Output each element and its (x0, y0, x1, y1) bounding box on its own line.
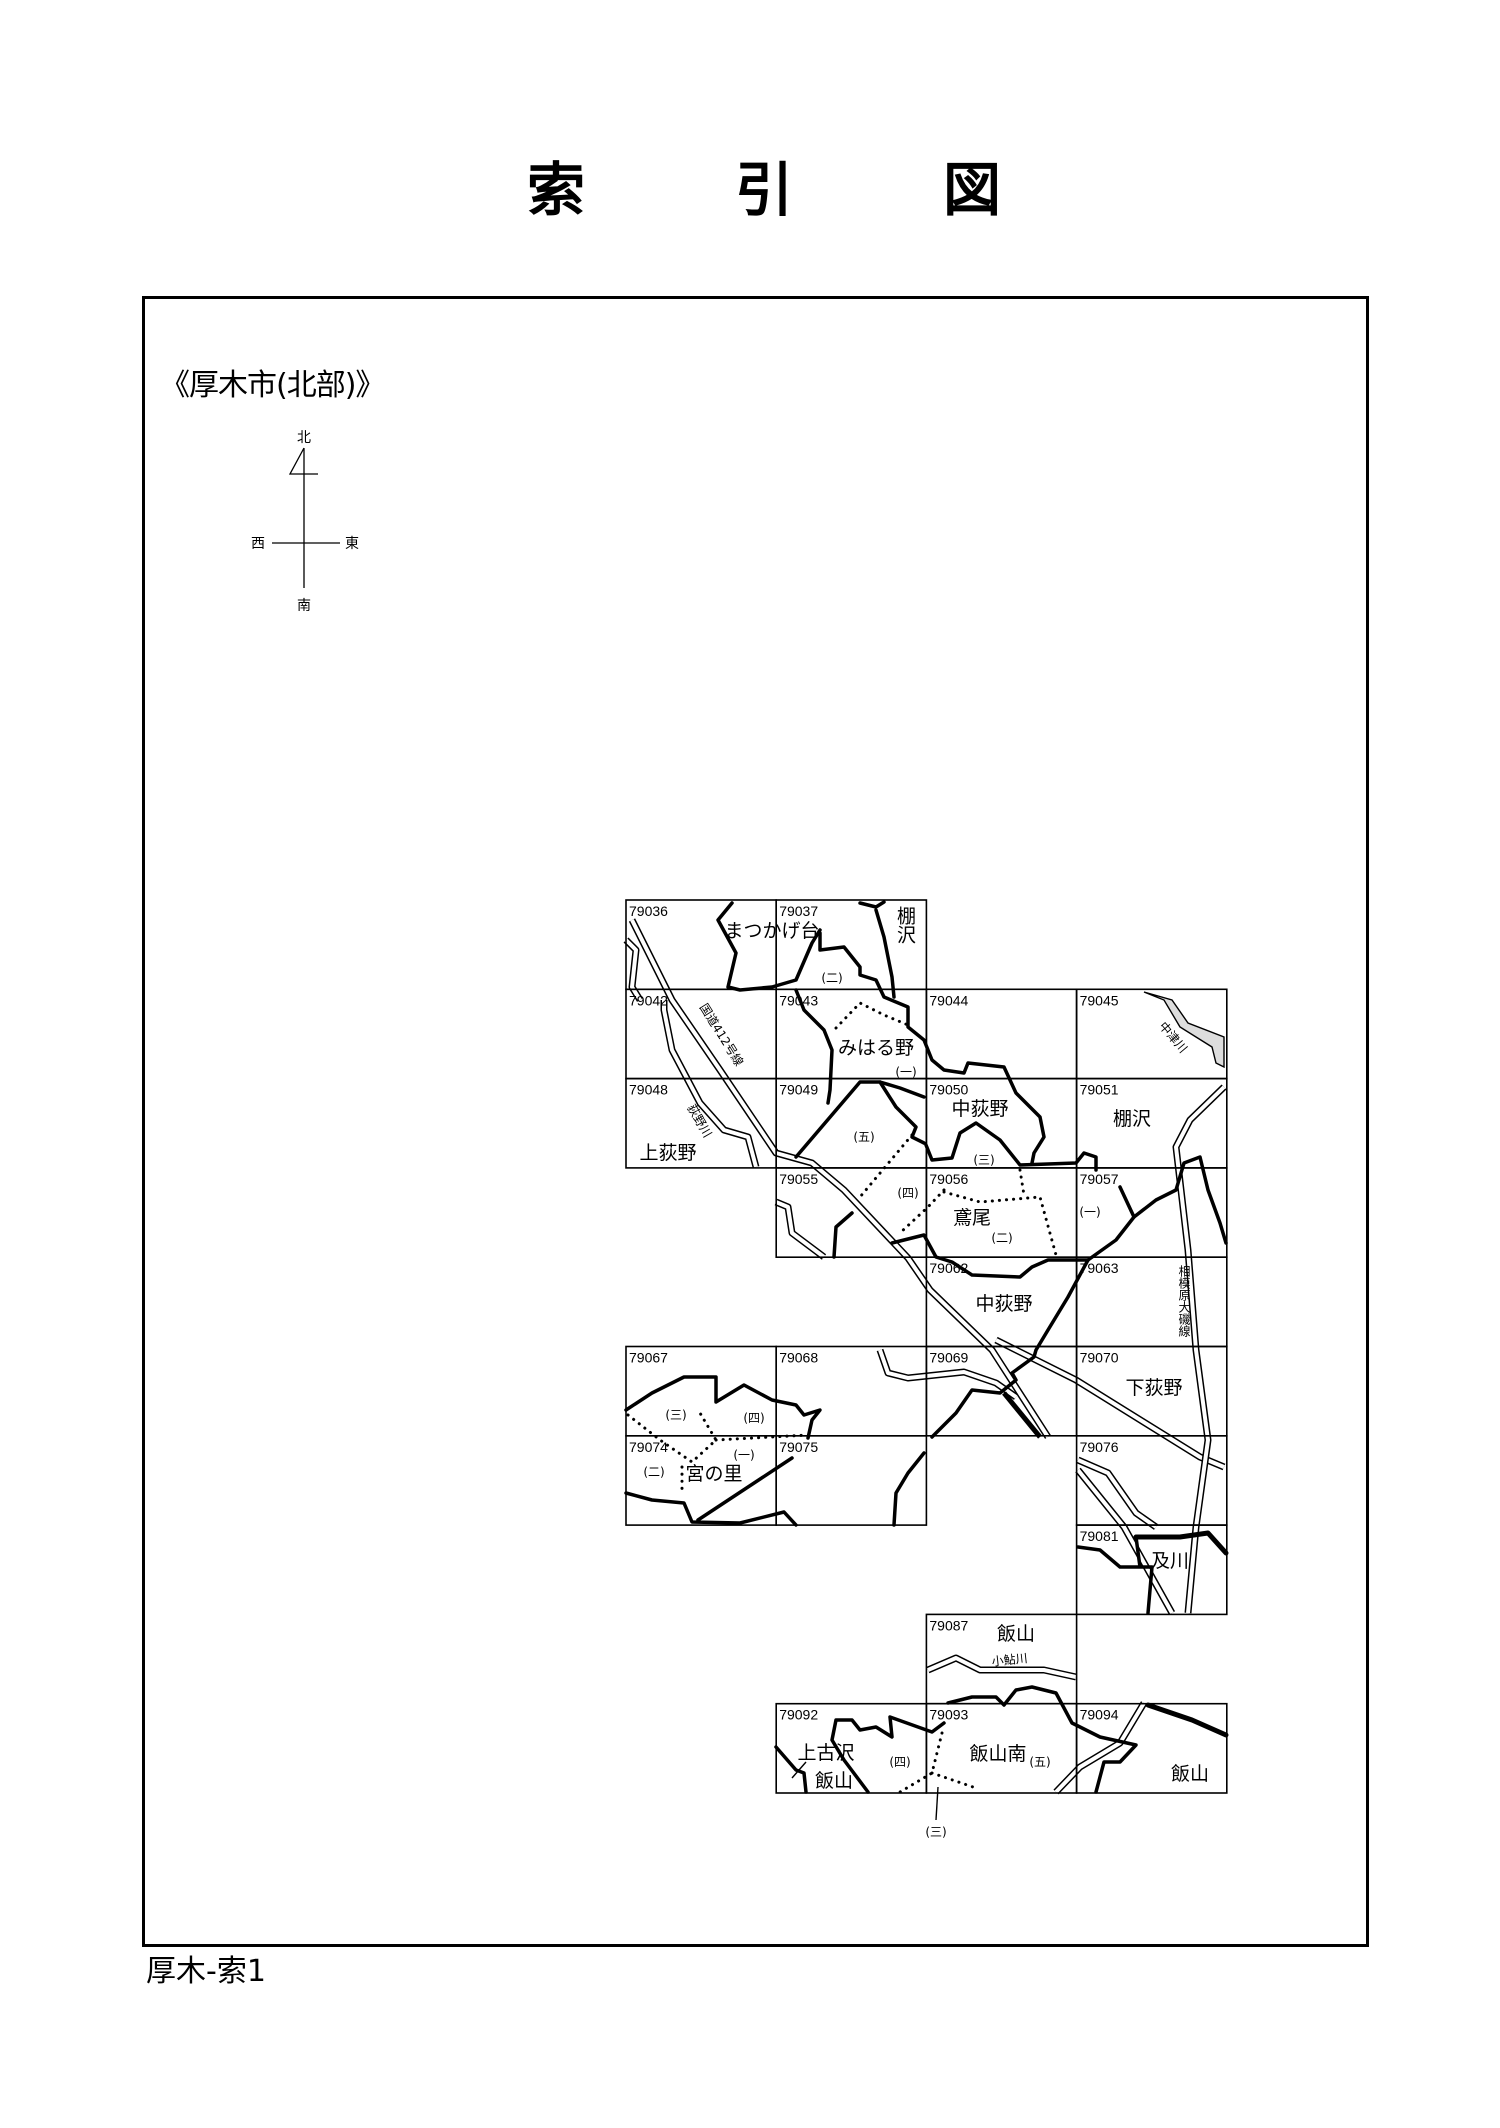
chome-label: (一) (733, 1448, 754, 1462)
road-label-sagamihara-oiso: 相模原大磯線 (1177, 1265, 1191, 1337)
chome-label: (三) (665, 1408, 686, 1422)
sheet-number: 79057 (1080, 1171, 1119, 1187)
index-grid: 79036 79037 79042 79043 79044 79045 79048 79049… (625, 899, 1228, 1794)
title-char-3: 図 (942, 156, 1001, 224)
sheet-number: 79037 (779, 903, 818, 919)
place-label: 飯山 (997, 1623, 1035, 1645)
page-footer: 厚木-索1 (146, 1954, 266, 1989)
sheet-number: 79056 (929, 1171, 968, 1187)
sheet-number: 79042 (629, 992, 668, 1008)
chome-label: (四) (889, 1755, 910, 1769)
place-labels: まつかげ台 棚沢 みはる野 上荻野 中荻野 棚沢 鳶尾 中荻野 下荻野 宮の里 … (639, 906, 1209, 1792)
sheet-number: 79048 (629, 1082, 668, 1098)
compass-west: 西 (251, 536, 265, 552)
map-frame (142, 296, 1369, 1947)
sheet-number: 79036 (629, 903, 668, 919)
leader-lines (791, 1761, 939, 1821)
title-char-1: 索 (526, 156, 585, 224)
chome-label: (一) (895, 1065, 916, 1079)
place-label: 下荻野 (1125, 1377, 1182, 1399)
sheet-number: 79049 (779, 1082, 818, 1098)
sheet-number: 79063 (1080, 1260, 1119, 1276)
sheet-number: 79081 (1080, 1528, 1119, 1544)
place-label: みはる野 (838, 1037, 914, 1059)
sheet-number: 79051 (1080, 1082, 1119, 1098)
sheet-number: 79068 (779, 1350, 818, 1366)
road-label-route412: 国道412号線 (697, 1001, 747, 1069)
grid-cell-79075[interactable] (775, 1435, 928, 1526)
sheet-number: 79045 (1080, 992, 1119, 1008)
place-label: 中荻野 (975, 1293, 1032, 1315)
place-label: まつかげ台 (724, 920, 819, 942)
sheet-number: 79070 (1080, 1350, 1119, 1366)
place-label: 棚沢 (1113, 1108, 1151, 1130)
place-label: 鳶尾 (953, 1207, 991, 1229)
grid-cell-79081[interactable] (1075, 1524, 1228, 1616)
place-label: 中荻野 (951, 1098, 1008, 1120)
sheet-number: 79067 (629, 1350, 668, 1366)
river-label-koayu: 小鮎川 (991, 1651, 1028, 1669)
sheet-number: 79069 (929, 1350, 968, 1366)
sheet-number: 79092 (779, 1707, 818, 1723)
place-label: 宮の里 (685, 1463, 742, 1485)
chome-label: (五) (853, 1130, 874, 1144)
chome-labels: (二) (一) (五) (三) (四) (二) (一) (三) (四) (一) … (643, 971, 1100, 1839)
sheet-number: 79093 (929, 1707, 968, 1723)
compass-north: 北 (297, 430, 311, 446)
place-label: 上荻野 (639, 1142, 696, 1164)
sheet-number: 79055 (779, 1171, 818, 1187)
compass-east: 東 (345, 536, 359, 552)
place-label: 飯山 (1171, 1763, 1209, 1785)
rivers (660, 1000, 1229, 1738)
sheet-number: 79062 (929, 1260, 968, 1276)
sheet-number: 79094 (1080, 1707, 1119, 1723)
feature-labels: 国道412号線 荻野川 中津川 相模原大磯線 小鮎川 (684, 1001, 1191, 1669)
sheet-number: 79043 (779, 992, 818, 1008)
chome-label: (一) (1079, 1205, 1100, 1219)
chome-label: (五) (1029, 1755, 1050, 1769)
chome-label: (二) (643, 1465, 664, 1479)
chome-label: (四) (897, 1186, 918, 1200)
grid-cell-79094[interactable] (1075, 1702, 1228, 1794)
chome-label: (三) (925, 1825, 946, 1839)
compass-icon: 北 南 西 東 (251, 430, 359, 614)
sheet-number: 79074 (629, 1439, 668, 1455)
compass-south: 南 (297, 598, 311, 614)
sheet-number: 79075 (779, 1439, 818, 1455)
sheet-number: 79087 (929, 1617, 968, 1633)
sheet-number: 79050 (929, 1082, 968, 1098)
sheet-number: 79044 (929, 992, 968, 1008)
railway (1002, 1391, 1042, 1439)
chome-label: (二) (821, 971, 842, 985)
river-label-ogino: 荻野川 (684, 1102, 714, 1140)
area-subtitle: 《厚木市(北部)》 (160, 368, 385, 403)
place-label: 飯山南 (969, 1743, 1026, 1765)
nakatsu-river-area (1143, 991, 1225, 1069)
place-label: 上古沢 (797, 1742, 854, 1764)
place-label: 及川 (1151, 1550, 1189, 1572)
chome-label: (三) (973, 1153, 994, 1167)
place-label: 飯山 (815, 1770, 853, 1792)
chome-label: (二) (991, 1231, 1012, 1245)
roads (623, 918, 1227, 1795)
sheet-number: 79076 (1080, 1439, 1119, 1455)
place-label: 棚沢 (894, 906, 916, 944)
district-boundaries (624, 900, 1228, 1794)
title-char-2: 引 (734, 156, 793, 224)
chome-label: (四) (743, 1411, 764, 1425)
